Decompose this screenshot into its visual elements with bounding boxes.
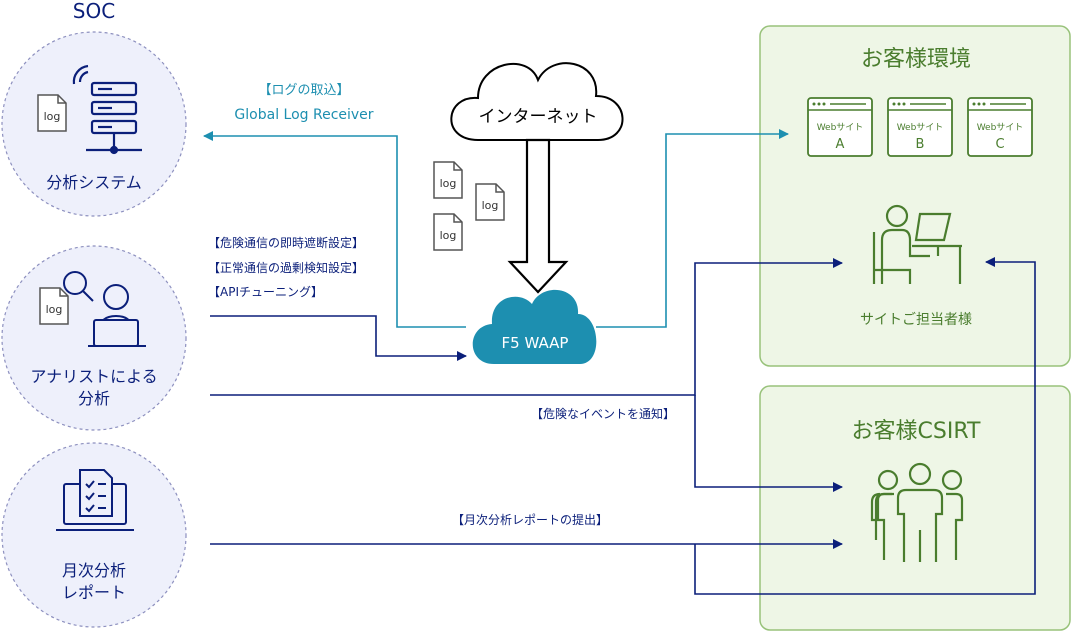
report-label-line1: 月次分析 [62, 561, 126, 580]
report-admin-connector [694, 257, 1036, 595]
svg-text:log: log [440, 229, 457, 242]
log-ingest-connector [203, 131, 466, 328]
notify-connector [210, 258, 843, 396]
svg-text:log: log [44, 110, 61, 123]
soc-title: SOC [73, 0, 115, 23]
analysis-system-label: 分析システム [46, 173, 142, 192]
report-label-line2: レポート [62, 583, 126, 602]
tuning-label-1: 【正常通信の過剰検知設定】 [208, 260, 364, 275]
monthly-report-node: 月次分析 レポート [1, 442, 187, 628]
log-ingest-label: 【ログの取込】 [258, 83, 349, 98]
website-c: Webサイト C [967, 97, 1033, 157]
log-document-icon: log [39, 287, 69, 325]
waap-to-websites-connector [596, 129, 789, 328]
svg-text:Webサイト: Webサイト [897, 122, 944, 133]
analysis-system-node: log 分析システム [1, 31, 187, 217]
website-b: Webサイト B [887, 97, 953, 157]
log-document-icon: log [475, 183, 505, 221]
analyst-label-line1: アナリストによる [30, 367, 157, 386]
tuning-connector [210, 315, 467, 361]
log-ingest-sublabel: Global Log Receiver [234, 107, 373, 123]
customer-environment-box: お客様環境 Webサイト A Webサイト B Webサイト C [759, 25, 1071, 367]
analyst-person-icon [88, 284, 146, 347]
laptop-checklist-icon [56, 469, 134, 531]
notify-csirt-connector [694, 395, 843, 492]
tuning-label-0: 【危険通信の即時遮断設定】 [208, 235, 364, 250]
website-a: Webサイト A [807, 97, 873, 157]
customer-csirt-box: お客様CSIRT [759, 385, 1071, 631]
svg-text:A: A [836, 137, 845, 152]
f5-waap-label: F5 WAAP [502, 334, 569, 352]
svg-text:Webサイト: Webサイト [977, 122, 1024, 133]
tuning-label-2: 【APIチューニング】 [208, 285, 323, 299]
svg-text:log: log [440, 177, 457, 190]
f5-waap-cloud: F5 WAAP [472, 289, 597, 364]
internet-cloud: インターネット [450, 62, 624, 141]
report-label: 【月次分析レポートの提出】 [452, 512, 608, 527]
download-arrow-icon [507, 138, 569, 294]
magnifier-icon [63, 271, 94, 302]
log-document-icon: log [37, 94, 67, 132]
internet-label: インターネット [479, 107, 598, 127]
svg-text:log: log [46, 303, 63, 316]
server-icon [72, 64, 142, 155]
customer-environment-title: お客様環境 [861, 47, 971, 72]
analyst-node: log アナリストによる 分析 [1, 245, 187, 431]
site-admin-label: サイトご担当者様 [860, 312, 972, 328]
csirt-team-icon [870, 462, 964, 562]
svg-text:C: C [995, 137, 1004, 152]
notify-label: 【危険なイベントを通知】 [531, 407, 675, 421]
site-admin-icon [872, 204, 962, 284]
svg-text:log: log [482, 199, 499, 212]
svg-text:B: B [916, 137, 925, 152]
customer-csirt-title: お客様CSIRT [852, 419, 982, 444]
log-document-icon: log [433, 161, 463, 199]
analyst-label-line2: 分析 [78, 389, 110, 408]
svg-text:Webサイト: Webサイト [817, 122, 864, 133]
log-document-icon: log [433, 213, 463, 251]
